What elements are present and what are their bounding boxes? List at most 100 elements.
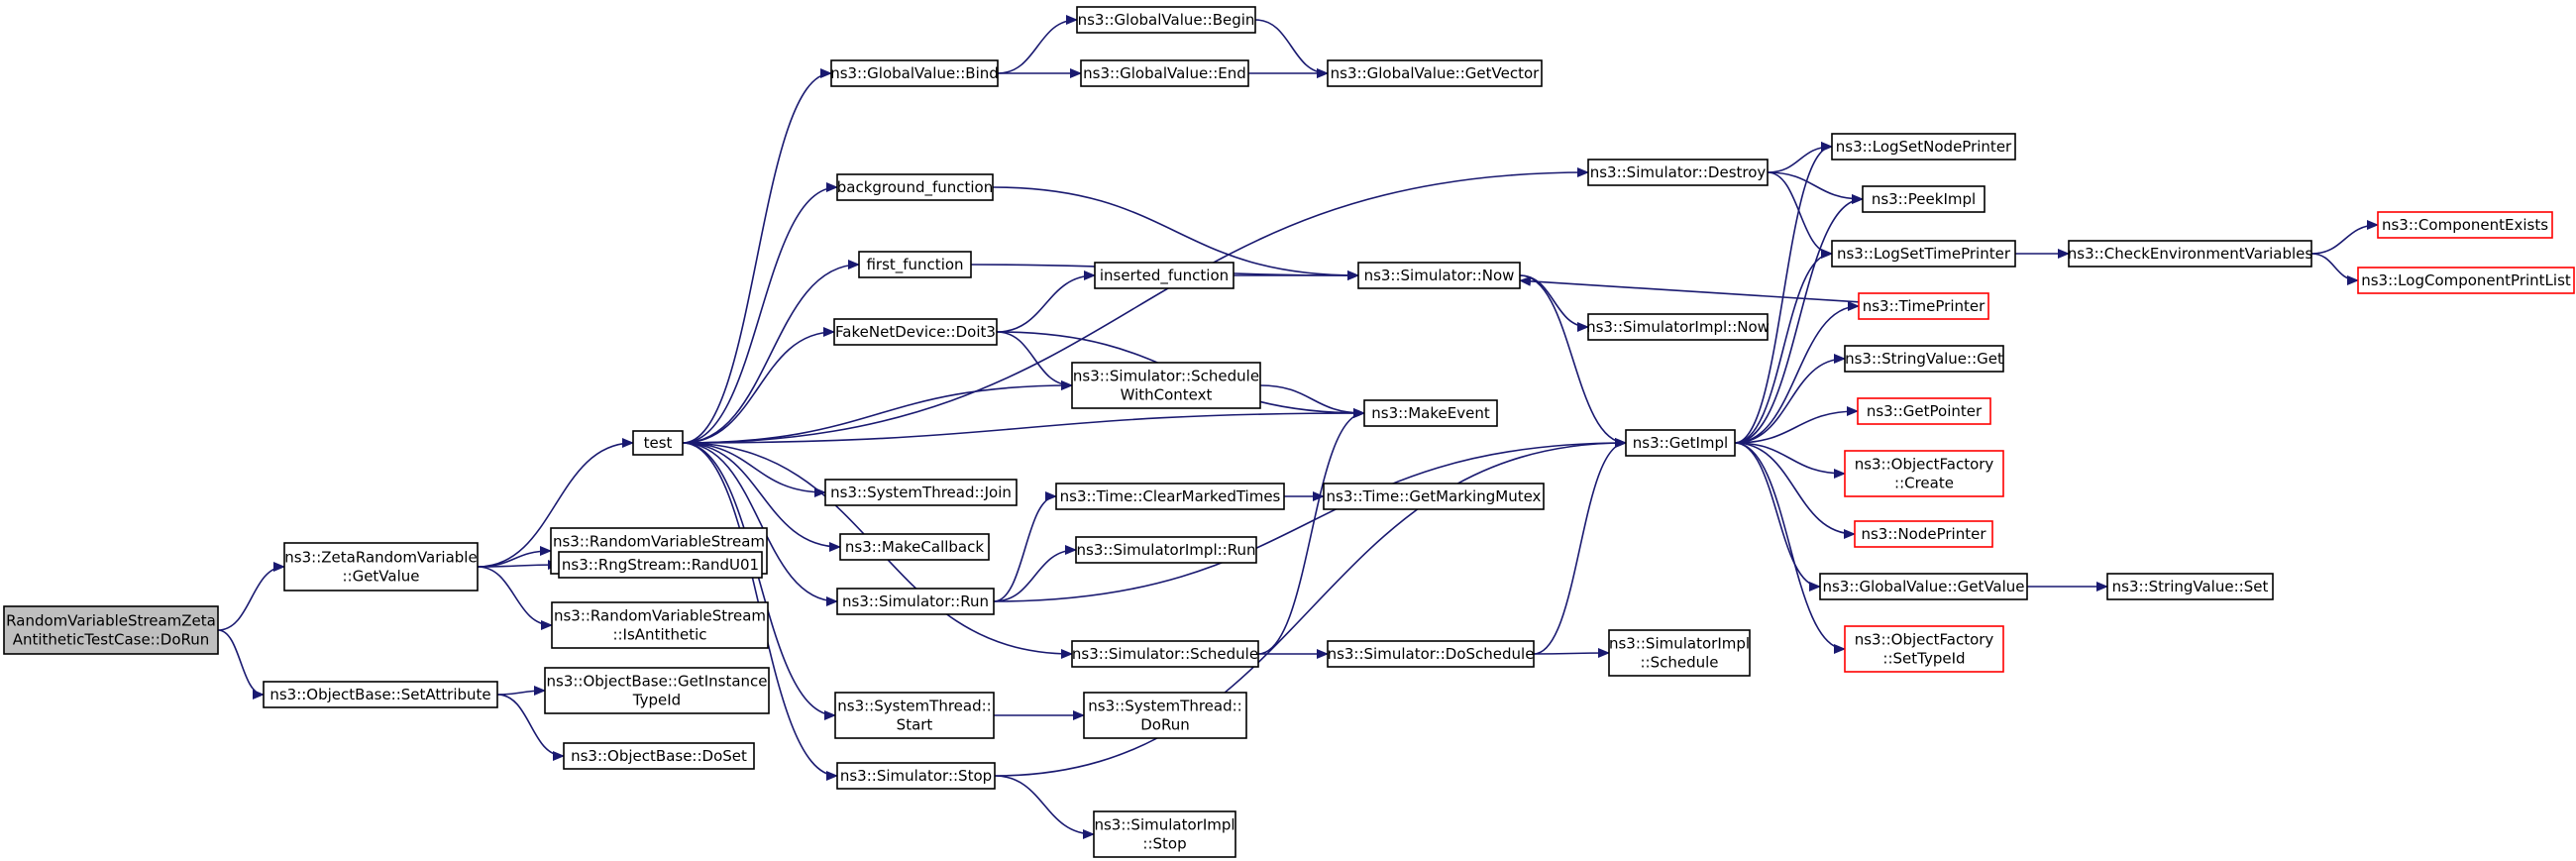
node-box[interactable] [1831,240,2016,268]
node-box[interactable] [1094,262,1234,289]
node-box[interactable] [1323,483,1545,510]
node-objectfactory-create[interactable]: ns3::ObjectFactory::Create [1844,450,2004,497]
node-box[interactable] [1076,6,1256,34]
node-systhread-dorun[interactable]: ns3::SystemThread::DoRun [1083,692,1247,739]
node-test[interactable]: test [632,430,684,456]
node-box[interactable] [1854,520,1993,548]
node-box[interactable] [263,681,498,708]
node-box[interactable] [544,667,770,714]
node-box[interactable] [1093,810,1236,858]
node-sim-doschedule[interactable]: ns3::Simulator::DoSchedule [1327,640,1535,668]
edge-getimpl-to-objectfactory-settypeid [1734,442,1846,654]
node-getpointer[interactable]: ns3::GetPointer [1857,397,1991,425]
node-peekimpl[interactable]: ns3::PeekImpl [1862,185,1986,213]
node-box[interactable] [1357,262,1521,289]
node-box[interactable] [563,742,755,770]
node-sim-now[interactable]: ns3::Simulator::Now [1357,262,1521,289]
node-systhread-join[interactable]: ns3::SystemThread::Join [824,479,1018,506]
node-logcomponentprintlist[interactable]: ns3::LogComponentPrintList [2357,267,2575,294]
edge-test-to-sim-schedulewithcontext [682,380,1073,444]
node-box[interactable] [1363,399,1498,427]
node-box[interactable] [3,605,219,655]
node-box[interactable] [1327,59,1543,87]
node-makecallback[interactable]: ns3::MakeCallback [839,533,990,561]
node-box[interactable] [1071,640,1259,668]
node-clearmarkedtimes[interactable]: ns3::Time::ClearMarkedTimes [1055,483,1285,510]
node-box[interactable] [1844,450,2004,497]
node-zeta-getvalue[interactable]: ns3::ZetaRandomVariable::GetValue [283,542,479,592]
node-inserted-function[interactable]: inserted_function [1094,262,1234,289]
node-randu01[interactable]: ns3::RngStream::RandU01 [558,551,763,579]
node-simimpl-now[interactable]: ns3::SimulatorImpl::Now [1586,313,1770,341]
node-box[interactable] [1831,133,2016,161]
node-simimpl-run[interactable]: ns3::SimulatorImpl::Run [1075,536,1257,564]
node-timeprinter[interactable]: ns3::TimePrinter [1858,292,1989,320]
node-setattribute[interactable]: ns3::ObjectBase::SetAttribute [263,681,498,708]
node-box[interactable] [1083,692,1247,739]
node-getimpl[interactable]: ns3::GetImpl [1625,429,1736,457]
node-logsettimeprinter[interactable]: ns3::LogSetTimePrinter [1831,240,2016,268]
node-gv-getvalue[interactable]: ns3::GlobalValue::GetValue [1819,573,2028,600]
node-first-function[interactable]: first_function [858,251,972,278]
node-gv-bind[interactable]: ns3::GlobalValue::Bind [830,59,999,87]
node-box[interactable] [2068,240,2312,268]
node-box[interactable] [1327,640,1535,668]
node-systhread-start[interactable]: ns3::SystemThread::Start [834,692,995,739]
node-gv-begin[interactable]: ns3::GlobalValue::Begin [1076,6,1256,34]
node-stringvalue-set[interactable]: ns3::StringValue::Set [2106,573,2274,600]
node-gv-getvector[interactable]: ns3::GlobalValue::GetVector [1327,59,1543,87]
node-box[interactable] [1625,429,1736,457]
node-box[interactable] [834,692,995,739]
node-getmarkingmutex[interactable]: ns3::Time::GetMarkingMutex [1323,483,1545,510]
node-sim-schedule[interactable]: ns3::Simulator::Schedule [1071,640,1259,668]
node-box[interactable] [833,318,998,346]
node-box[interactable] [1075,536,1257,564]
node-stringvalue-get[interactable]: ns3::StringValue::Get [1844,345,2004,373]
node-box[interactable] [558,551,763,579]
node-doit3[interactable]: FakeNetDevice::Doit3 [833,318,998,346]
node-sim-run[interactable]: ns3::Simulator::Run [836,588,995,615]
node-gv-end[interactable]: ns3::GlobalValue::End [1080,59,1249,87]
node-box[interactable] [1608,629,1751,677]
node-makeevent[interactable]: ns3::MakeEvent [1363,399,1498,427]
node-box[interactable] [2106,573,2274,600]
node-sim-stop[interactable]: ns3::Simulator::Stop [836,762,996,790]
node-box[interactable] [858,251,972,278]
node-box[interactable] [836,588,995,615]
node-box[interactable] [1844,345,2004,373]
node-background-function[interactable]: background_function [836,173,994,201]
node-checkenvvars[interactable]: ns3::CheckEnvironmentVariables [2068,240,2313,268]
node-logsetnodeprinter[interactable]: ns3::LogSetNodePrinter [1831,133,2016,161]
node-box[interactable] [1080,59,1249,87]
node-box[interactable] [1858,292,1989,320]
node-box[interactable] [1857,397,1991,425]
node-box[interactable] [1862,185,1986,213]
node-box[interactable] [2357,267,2575,294]
node-box[interactable] [551,601,769,649]
node-box[interactable] [1071,362,1261,409]
node-sim-destroy[interactable]: ns3::Simulator::Destroy [1587,159,1769,186]
node-box[interactable] [2377,211,2553,239]
node-box[interactable] [1819,573,2028,600]
node-box[interactable] [1055,483,1285,510]
node-box[interactable] [1844,625,2004,673]
node-box[interactable] [283,542,479,592]
node-simimpl-stop[interactable]: ns3::SimulatorImpl::Stop [1093,810,1236,858]
node-componentexists[interactable]: ns3::ComponentExists [2377,211,2553,239]
node-box[interactable] [632,430,684,456]
node-box[interactable] [836,173,994,201]
node-simimpl-schedule[interactable]: ns3::SimulatorImpl::Schedule [1608,629,1751,677]
node-box[interactable] [836,762,996,790]
node-doset[interactable]: ns3::ObjectBase::DoSet [563,742,755,770]
node-objectfactory-settypeid[interactable]: ns3::ObjectFactory::SetTypeId [1844,625,2004,673]
node-box[interactable] [1587,159,1769,186]
node-rvs-isantithetic[interactable]: ns3::RandomVariableStream::IsAntithetic [551,601,769,649]
node-box[interactable] [1587,313,1769,341]
node-root[interactable]: RandomVariableStreamZetaAntitheticTestCa… [3,605,219,655]
node-box[interactable] [830,59,999,87]
node-box[interactable] [824,479,1018,506]
node-box[interactable] [839,533,990,561]
node-nodeprinter[interactable]: ns3::NodePrinter [1854,520,1993,548]
